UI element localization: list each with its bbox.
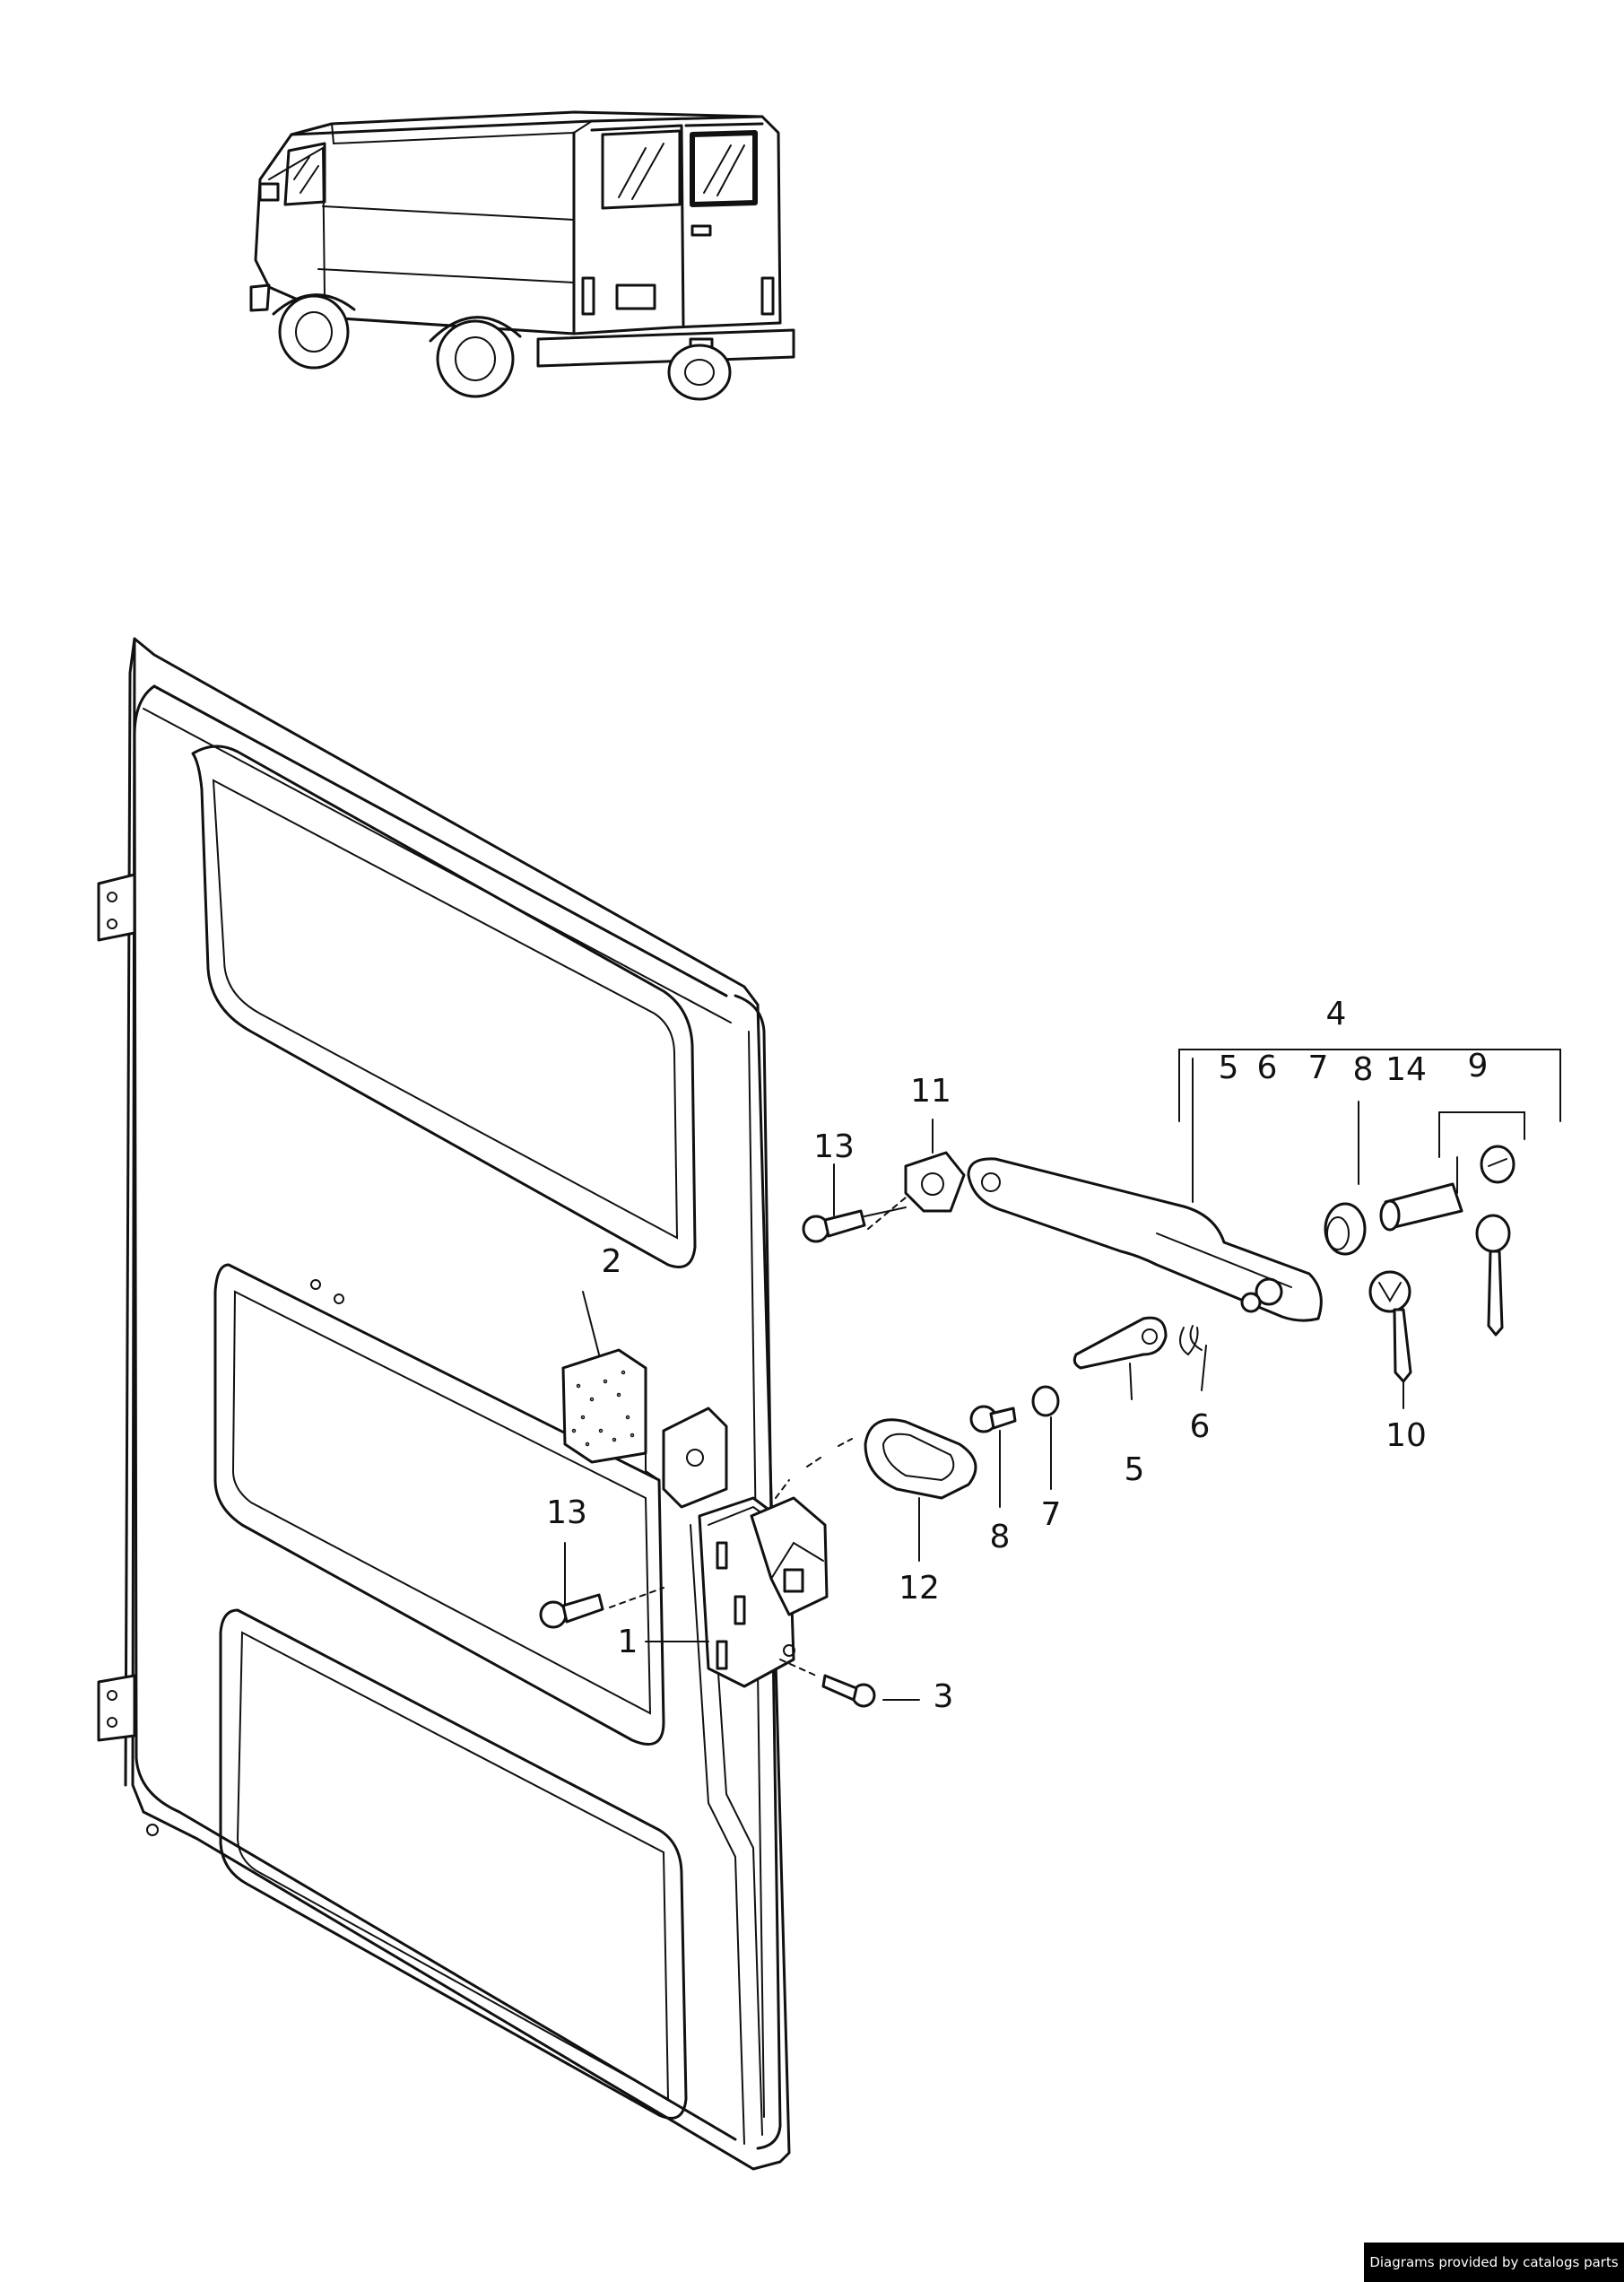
- gasket-12: [864, 1418, 977, 1500]
- callout-5-bottom: 5: [1125, 1451, 1145, 1488]
- callout-8-bottom: 8: [990, 1519, 1011, 1555]
- callout-6-top: 6: [1257, 1050, 1278, 1086]
- callout-8-top: 8: [1353, 1051, 1374, 1088]
- screw-13-top: [802, 1206, 907, 1243]
- van-illustration: [249, 110, 795, 401]
- callout-1: 1: [618, 1624, 638, 1660]
- callout-7-bottom: 7: [1041, 1496, 1062, 1533]
- callout-10: 10: [1385, 1417, 1427, 1454]
- callout-13-bottom: 13: [546, 1494, 587, 1531]
- leader-lines: [564, 1049, 1561, 1701]
- callout-6-bottom: 6: [1190, 1408, 1211, 1445]
- keys: [1368, 1214, 1511, 1383]
- callout-labels: 4 5 6 7 8 14 9 11 13 2 6 10 7 5 8 12 13 …: [546, 996, 1488, 1715]
- lever-5: [1073, 1316, 1168, 1370]
- seal-ring-14: [1324, 1202, 1367, 1256]
- callout-7-top: 7: [1308, 1050, 1329, 1086]
- callout-9: 9: [1468, 1048, 1489, 1084]
- nut-7: [1031, 1385, 1060, 1417]
- lock-cylinder-9: [1379, 1145, 1515, 1232]
- screw-13-bottom: [539, 1593, 604, 1629]
- callout-13-top: 13: [813, 1128, 855, 1165]
- callout-11: 11: [910, 1073, 951, 1110]
- callout-14: 14: [1385, 1051, 1427, 1088]
- rear-door-panel: [97, 637, 791, 2171]
- callout-12: 12: [899, 1570, 940, 1607]
- door-handle: [967, 1157, 1323, 1322]
- screw-8: [969, 1405, 1017, 1433]
- callout-4: 4: [1326, 996, 1347, 1032]
- screw-3: [821, 1674, 876, 1708]
- door-lock-assembly: [561, 1348, 829, 1688]
- gasket-11: [904, 1151, 966, 1213]
- spring-6: [1179, 1325, 1203, 1356]
- callout-2: 2: [602, 1243, 622, 1280]
- callout-5-top: 5: [1219, 1050, 1239, 1086]
- credit-banner: Diagrams provided by catalogs parts: [1364, 2243, 1624, 2282]
- callout-3: 3: [934, 1678, 954, 1715]
